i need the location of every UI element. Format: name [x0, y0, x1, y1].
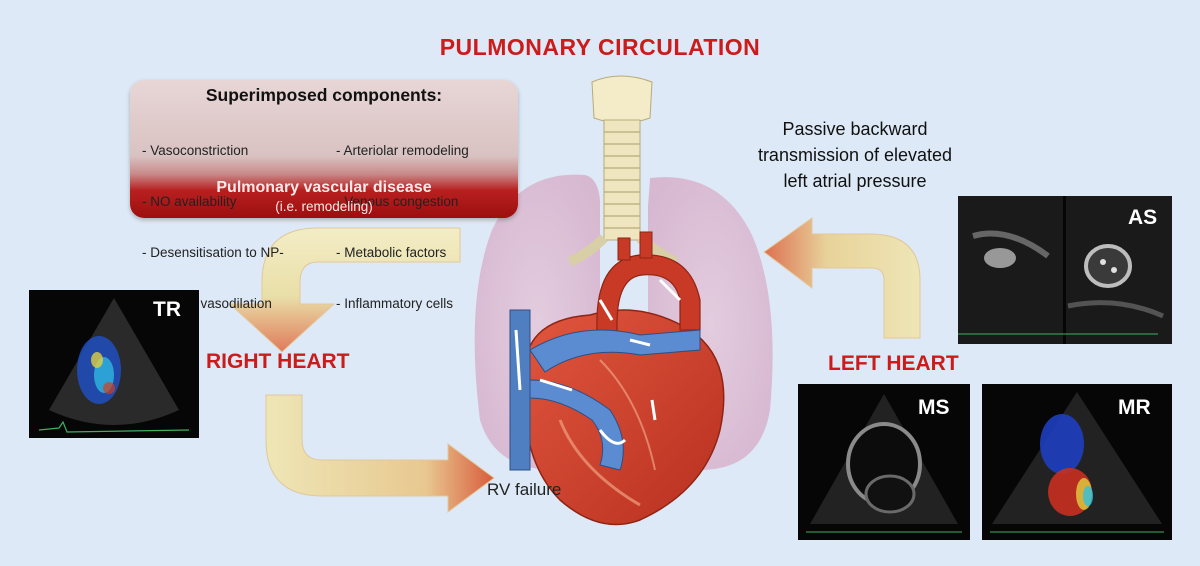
- echo-mr-image: MR: [982, 384, 1172, 540]
- superimposed-components-box: Superimposed components: - Vasoconstrict…: [130, 80, 518, 311]
- blood-flow-arrows: [514, 278, 682, 445]
- heart: [523, 309, 725, 526]
- remodeling-note: (i.e. remodeling): [275, 199, 373, 214]
- pulmonary-circulation-title: PULMONARY CIRCULATION: [439, 34, 761, 60]
- pulmonary-vascular-disease-label: Pulmonary vascular disease: [216, 179, 432, 196]
- components-column-right: - Arteriolar remodeling - Venous congest…: [336, 108, 469, 346]
- arrow-pulmonary-to-right-heart: [228, 227, 461, 353]
- tr-label: TR: [153, 298, 181, 321]
- left-heart-label: LEFT HEART: [828, 352, 959, 375]
- pulmonary-artery: [529, 329, 701, 373]
- ms-label: MS: [918, 396, 950, 419]
- right-heart-label: RIGHT HEART: [206, 350, 350, 373]
- arrow-left-heart-to-pulmonary: [763, 217, 921, 339]
- mr-label: MR: [1118, 396, 1151, 419]
- component-item: - Vasoconstriction: [142, 143, 249, 158]
- component-item: - Desensitisation to NP-: [142, 245, 284, 260]
- trachea: [567, 75, 679, 267]
- superimposed-heading: Superimposed components:: [205, 85, 443, 105]
- component-item: - Venous congestion: [336, 194, 459, 209]
- component-item: - NO availability: [142, 194, 237, 209]
- passive-line: transmission of elevated: [757, 145, 953, 165]
- passive-line: left atrial pressure: [783, 171, 927, 191]
- component-item: - Metabolic factors: [336, 245, 447, 260]
- echo-as-image: AS: [958, 196, 1172, 344]
- passive-transmission-text: Passive backward transmission of elevate…: [710, 116, 1000, 194]
- aorta: [596, 254, 701, 346]
- component-item: - Arteriolar remodeling: [336, 143, 469, 158]
- as-label: AS: [1128, 206, 1158, 229]
- echo-ms-image: MS: [798, 384, 970, 540]
- component-item: - Inflammatory cells: [336, 296, 454, 311]
- passive-line: Passive backward: [782, 119, 928, 139]
- echo-tr-image: TR: [29, 290, 199, 438]
- rv-failure-label: RV failure: [487, 480, 562, 499]
- arrow-right-heart-to-rv-failure: [265, 394, 495, 513]
